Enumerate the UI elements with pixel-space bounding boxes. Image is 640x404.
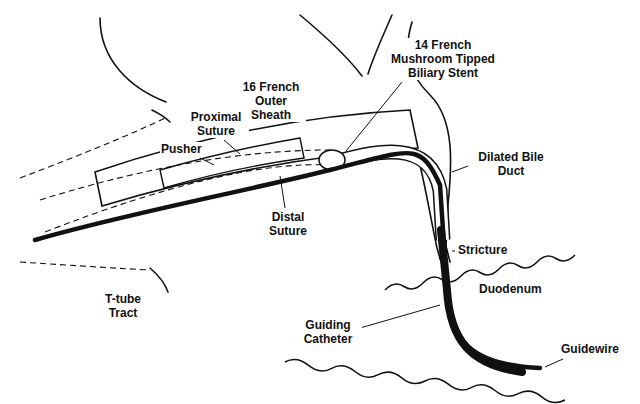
t-tube-tract-wall: [150, 268, 168, 292]
leader-line: [224, 140, 240, 154]
leader-line: [200, 158, 214, 165]
part-label: Pusher: [160, 142, 203, 156]
part-label: Guidewire: [560, 342, 620, 356]
leader-line: [545, 359, 563, 367]
leader-line: [452, 251, 455, 252]
part-label: T-tube Tract: [98, 292, 148, 320]
t-tube-tract-edge: [20, 262, 150, 270]
part-label: Distal Suture: [260, 210, 316, 238]
leader-line: [360, 305, 440, 328]
part-label: Duodenum: [478, 282, 543, 296]
part-label: Dilated Bile Duct: [470, 150, 552, 178]
leader-line: [280, 176, 285, 208]
part-label: Guiding Catheter: [294, 318, 362, 346]
duct-branch: [300, 15, 362, 76]
leader-line: [346, 82, 402, 151]
part-label: 14 French Mushroom Tipped Biliary Stent: [386, 38, 500, 80]
leader-line: [452, 166, 468, 172]
guidewire: [35, 153, 540, 368]
part-label: Stricture: [457, 243, 508, 257]
liver-outline: [100, 18, 166, 102]
proximal-suture: [40, 150, 330, 200]
part-label: Proximal Suture: [183, 110, 249, 138]
guiding-catheter: [441, 230, 522, 372]
